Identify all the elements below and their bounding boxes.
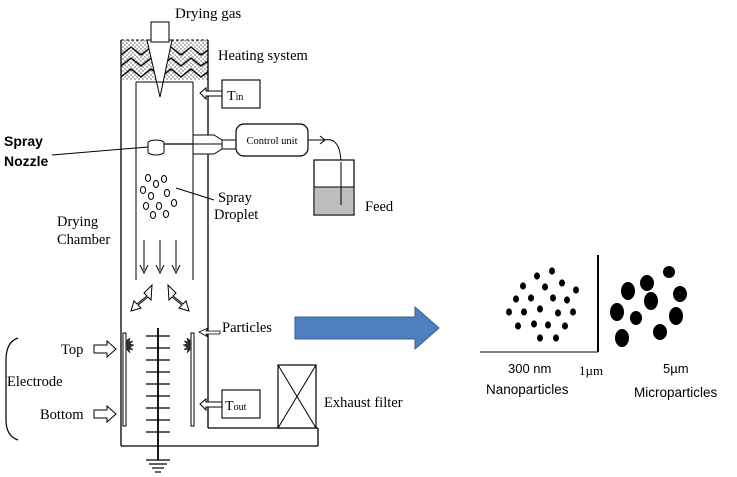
drying-chamber [120,40,319,447]
spray-nozzle-pointer [51,146,149,156]
heating-system [120,21,209,98]
bottom-arrow-icon [93,404,117,424]
control-unit: Control unit [235,123,309,157]
electrode-label: Electrode [7,374,63,390]
bottom-label: Bottom [40,407,84,423]
nozzle-connector [192,134,237,155]
feed-container [313,159,355,216]
spray-nozzle-label-1: Spray [4,133,43,149]
drying-gas-label: Drying gas [175,6,241,22]
electrode-plates [122,332,195,427]
spray-droplet-label-1: Spray [218,190,253,206]
spray-droplet-label-2: Droplet [214,207,258,223]
big-arrow-icon [294,305,440,351]
top-label: Top [61,342,83,358]
tout-sensor: Tout [199,389,261,419]
particles-pointer [198,327,221,338]
exhaust-filter-label: Exhaust filter [324,395,403,411]
top-arrow-icon [93,339,117,359]
svg-text:Tin: Tin [227,89,243,104]
flow-arrows [130,240,190,312]
drying-chamber-label-1: Drying [57,214,98,230]
feed-line [308,135,342,163]
spray-droplets [139,174,215,219]
electrode-comb [146,328,170,460]
micro-scale-label: 1µm [579,363,603,378]
heating-system-label: Heating system [218,48,309,64]
nanoparticles-label: Nanoparticles [486,382,569,397]
particles-label: Particles [222,320,272,336]
ground-icon [146,459,170,473]
drying-chamber-label-2: Chamber [57,232,110,248]
electrode-bracket [5,337,19,441]
microparticles-cluster [610,266,687,347]
nanoparticles-cluster [506,267,579,342]
svg-text:Tout: Tout [225,399,247,414]
spray-nozzle [147,139,193,156]
control-unit-label: Control unit [246,136,297,147]
nano-scale-label: 300 nm [508,361,551,376]
exhaust-filter [277,364,317,429]
spray-nozzle-label-2: Nozzle [4,153,49,169]
tin-sensor: Tin [199,79,261,109]
micro-scale-label-2: 5µm [663,361,689,376]
microparticles-label: Microparticles [634,385,718,400]
feed-label: Feed [365,199,394,215]
